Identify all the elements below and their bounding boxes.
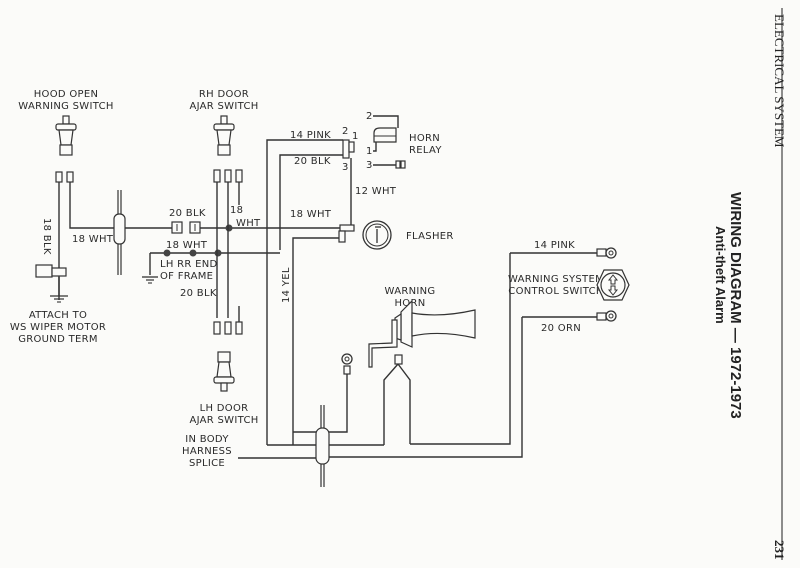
- label-18-blk: 18 BLK: [41, 218, 52, 255]
- plunger-switch-icon: [213, 351, 235, 392]
- label-14-pink-switch: 14 PINK: [534, 240, 575, 251]
- ring-terminal-icon: [596, 310, 617, 322]
- connector-icon: [213, 169, 243, 183]
- flasher-icon: [362, 220, 392, 250]
- label-20-orn: 20 ORN: [541, 323, 581, 334]
- horn-relay: 2 1 3 HORN RELAY: [366, 111, 442, 171]
- wire-horn-to-pink-switch: [410, 253, 511, 445]
- horn-icon: [368, 299, 476, 368]
- junction-dot: [214, 249, 222, 257]
- relay-pin-2: 2: [342, 126, 349, 137]
- wire-14-yel: [292, 237, 339, 445]
- ring-terminal-icon: [596, 247, 617, 259]
- junction-dot: [189, 249, 197, 257]
- junction-dot: [163, 249, 171, 257]
- control-switch-label-1: WARNING SYSTEM: [508, 274, 604, 285]
- rh-door-ajar-switch: RH DOOR AJAR SWITCH: [189, 89, 258, 183]
- label-20-blk-bottom: 20 BLK: [180, 288, 217, 299]
- plunger-switch-icon: [55, 115, 77, 156]
- body-splice-label-1: IN BODY: [185, 434, 229, 445]
- lh-door-ajar-switch: LH DOOR AJAR SWITCH: [189, 306, 258, 426]
- label-18-small: 18: [230, 205, 243, 216]
- wire-splice-to-orn: [329, 317, 523, 458]
- page-number: 231: [772, 540, 787, 560]
- horn-relay-label-2: RELAY: [409, 145, 442, 156]
- ground-icon: [142, 276, 158, 284]
- warning-horn-label-1: WARNING: [385, 286, 436, 297]
- diagram-title: WIRING DIAGRAM — 1972-1973: [727, 192, 744, 419]
- relay-contact-1: 1: [366, 146, 373, 157]
- rh-door-label-2: AJAR SWITCH: [189, 101, 258, 112]
- flasher-label: FLASHER: [406, 231, 454, 242]
- wire-20-blk-relay: [279, 154, 343, 250]
- relay-connector: 2 1 3: [342, 126, 359, 173]
- harness-splice-left: [113, 190, 126, 275]
- inline-connector-icon: [171, 221, 201, 234]
- flasher: FLASHER: [362, 220, 454, 250]
- label-20-blk-relay: 20 BLK: [294, 156, 331, 167]
- ground-attach: ATTACH TO WS WIPER MOTOR GROUND TERM: [10, 264, 106, 345]
- wire-18-wht-hood: [69, 182, 114, 229]
- relay-pin-3: 3: [342, 162, 349, 173]
- body-splice-label-3: SPLICE: [189, 458, 225, 469]
- connector-icon: [55, 171, 74, 183]
- section-header: ELECTRICAL SYSTEM: [772, 14, 787, 148]
- lh-door-label-2: AJAR SWITCH: [189, 415, 258, 426]
- flasher-connector: [338, 224, 355, 243]
- lh-door-label-1: LH DOOR: [200, 403, 249, 414]
- plunger-switch-icon: [213, 115, 235, 156]
- relay-contact-3: 3: [366, 160, 373, 171]
- relay-contact-2: 2: [366, 111, 373, 122]
- ground-attach-label-2: WS WIPER MOTOR: [10, 322, 106, 333]
- rh-door-label-1: RH DOOR: [199, 89, 249, 100]
- wire-ring-terminal: [327, 374, 348, 433]
- control-switch-icon: [596, 269, 630, 301]
- label-18-wht-right: 18 WHT: [290, 209, 332, 220]
- label-wht-small: WHT: [236, 218, 261, 229]
- ring-terminal-icon: [341, 353, 353, 375]
- junction-dot: [225, 224, 233, 232]
- horn-relay-label-1: HORN: [409, 133, 440, 144]
- control-switch-label-2: CONTROL SWITCH: [508, 286, 603, 297]
- connector-icon: [213, 321, 243, 335]
- wire-14-pink-relay: [266, 139, 343, 445]
- hood-open-warning-switch: HOOD OPEN WARNING SWITCH: [18, 89, 113, 183]
- label-14-yel: 14 YEL: [281, 267, 292, 303]
- diagram-subtitle: Anti-theft Alarm: [713, 226, 728, 324]
- relay-pin-1: 1: [352, 131, 359, 142]
- label-18-wht-mid: 18 WHT: [166, 240, 208, 251]
- label-20-blk-top: 20 BLK: [169, 208, 206, 219]
- body-splice-label-2: HARNESS: [182, 446, 232, 457]
- label-12-wht: 12 WHT: [355, 186, 397, 197]
- body-harness-splice: [315, 405, 330, 487]
- label-14-pink-relay: 14 PINK: [290, 130, 331, 141]
- wire-horn-1: [383, 363, 399, 445]
- warning-horn: WARNING HORN: [368, 286, 476, 445]
- frame-ground-label-2: OF FRAME: [160, 271, 213, 282]
- hood-switch-label-1: HOOD OPEN: [34, 89, 99, 100]
- ground-attach-label-3: GROUND TERM: [18, 334, 98, 345]
- hood-switch-label-2: WARNING SWITCH: [18, 101, 113, 112]
- frame-ground-label-1: LH RR END: [160, 259, 218, 270]
- wire-horn-2: [397, 363, 411, 444]
- label-18-wht-hood: 18 WHT: [72, 234, 114, 245]
- ground-attach-label-1: ATTACH TO: [29, 310, 87, 321]
- ground-icon: [50, 295, 68, 303]
